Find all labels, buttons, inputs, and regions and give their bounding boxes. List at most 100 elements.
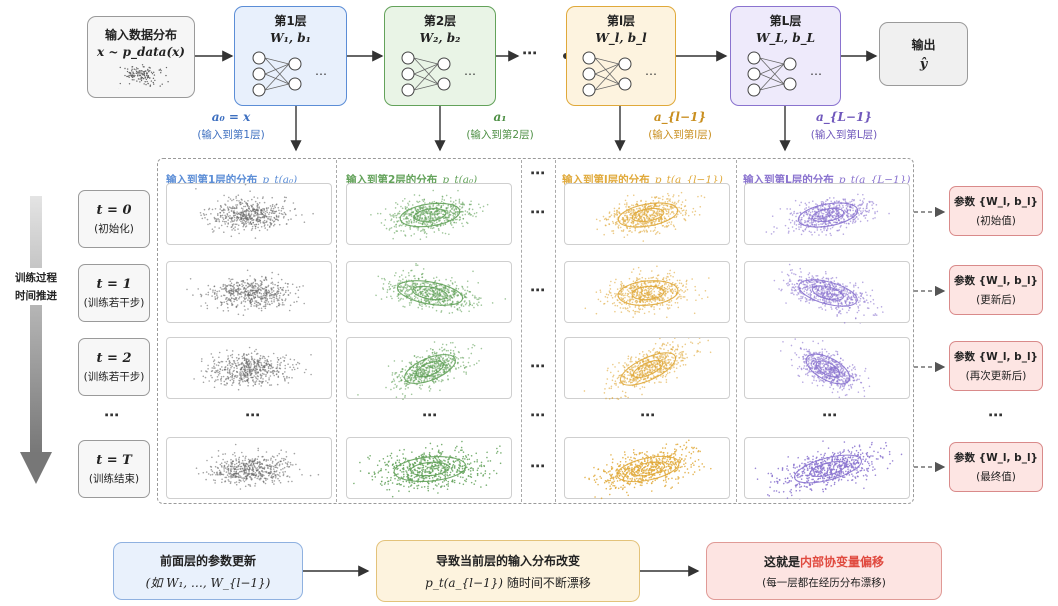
input-distribution-box: 输入数据分布 x ~ p_data(x) <box>87 16 195 98</box>
effect-line2: p_t(a_{l−1}) 随时间不断漂移 <box>425 574 591 591</box>
distribution-cell <box>166 183 332 245</box>
layer-title: 第1层 <box>274 14 307 28</box>
input-scatter-icon <box>117 63 169 89</box>
distribution-cell <box>564 337 730 400</box>
cause-line2: (如 W₁, …, W_{l−1}) <box>145 575 271 590</box>
time-axis-label: 训练过程 时间推进 <box>0 268 72 305</box>
grid-sep-1 <box>336 160 337 502</box>
col-header-ellipsis: ⋯ <box>530 164 545 182</box>
distribution-cell <box>346 437 512 499</box>
layer-params: W_L, b_L <box>755 31 816 45</box>
neural-net-icon: ⋯ <box>252 51 327 97</box>
a-label-1: a₀ = x (输入到第1层) <box>176 110 286 142</box>
a-label-1-sub: (输入到第1层) <box>197 129 265 141</box>
time-step-T: t = T (训练结束) <box>78 440 150 498</box>
grid-vertical-ellipsis: ⋯ <box>822 406 837 424</box>
distribution-cell <box>166 261 332 323</box>
param-box-2-desc: (再次更新后) <box>965 370 1027 382</box>
time-step-ellipsis: ⋯ <box>104 406 119 424</box>
neural-net-icon: ⋯ <box>747 51 822 97</box>
row-ellipsis: ⋯ <box>530 457 545 475</box>
layer-ellipsis: ⋯ <box>522 44 537 62</box>
layer-title: 第2层 <box>423 14 457 28</box>
distribution-cell <box>564 183 730 245</box>
time-axis-head <box>20 452 52 484</box>
distribution-cell <box>346 183 512 245</box>
a-label-l-sub: (输入到第l层) <box>648 129 712 141</box>
conclusion-highlight: 内部协变量偏移 <box>800 554 885 569</box>
distribution-cell <box>744 437 910 500</box>
row-ellipsis: ⋯ <box>530 281 545 299</box>
param-box-0-desc: (初始值) <box>976 215 1016 227</box>
svg-text:⋯: ⋯ <box>464 67 476 81</box>
row-ellipsis: ⋯ <box>530 203 545 221</box>
distribution-cell <box>564 261 730 323</box>
layer-1-box: 第1层 W₁, b₁ ⋯ <box>234 6 347 106</box>
time-axis-line2: 时间推进 <box>15 290 57 302</box>
distribution-cell <box>346 261 512 323</box>
distribution-cell <box>744 261 910 324</box>
time-step-0-label: t = 0 <box>96 202 132 218</box>
time-step-0-desc: (初始化) <box>94 222 134 235</box>
time-step-0: t = 0 (初始化) <box>78 190 150 248</box>
param-box-2-title: 参数 {W_l, b_l} <box>953 351 1039 363</box>
grid-sep-3 <box>555 160 556 502</box>
distribution-cell <box>744 183 910 245</box>
a-label-l: a_{l−1} (输入到第l层) <box>630 110 730 142</box>
layer-params: W₁, b₁ <box>270 31 311 45</box>
time-step-T-label: t = T <box>96 452 132 468</box>
layer-params: W₂, b₂ <box>419 31 461 45</box>
input-box-formula: x ~ p_data(x) <box>97 44 185 59</box>
grid-vertical-ellipsis: ⋯ <box>245 406 260 424</box>
a-label-L: a_{L−1} (输入到第L层) <box>794 110 894 142</box>
param-box-3: 参数 {W_l, b_l} (最终值) <box>949 442 1043 492</box>
param-box-0: 参数 {W_l, b_l} (初始值) <box>949 186 1043 236</box>
conclusion-box: 这就是内部协变量偏移 (每一层都在经历分布漂移) <box>706 542 942 600</box>
svg-text:⋯: ⋯ <box>645 67 657 81</box>
param-box-3-title: 参数 {W_l, b_l} <box>953 452 1039 464</box>
row-ellipsis: ⋯ <box>530 357 545 375</box>
a-label-L-math: a_{L−1} <box>815 110 873 124</box>
conclusion-pre: 这就是 <box>763 554 800 569</box>
input-box-title: 输入数据分布 <box>104 27 177 42</box>
layer-title: 第l层 <box>606 14 636 28</box>
output-symbol: ŷ <box>919 57 928 72</box>
param-box-1-title: 参数 {W_l, b_l} <box>953 275 1039 287</box>
time-step-1-desc: (训练若干步) <box>83 296 145 309</box>
distribution-cell <box>166 337 332 399</box>
layer-2-box: 第2层 W₂, b₂ ⋯ <box>384 6 496 106</box>
effect-line1: 导致当前层的输入分布改变 <box>435 553 580 568</box>
layer-L-box: 第L层 W_L, b_L ⋯ <box>730 6 841 106</box>
a-label-l-math: a_{l−1} <box>653 110 707 124</box>
param-box-0-title: 参数 {W_l, b_l} <box>953 196 1039 208</box>
time-step-2: t = 2 (训练若干步) <box>78 338 150 396</box>
time-step-2-desc: (训练若干步) <box>83 370 145 383</box>
time-axis-shaft <box>30 196 42 454</box>
a-label-2-sub: (输入到第2层) <box>466 129 534 141</box>
distribution-grid <box>157 158 914 504</box>
time-step-T-desc: (训练结束) <box>88 472 140 485</box>
a-label-L-sub: (输入到第L层) <box>810 129 878 141</box>
output-title: 输出 <box>911 38 936 52</box>
param-box-2: 参数 {W_l, b_l} (再次更新后) <box>949 341 1043 391</box>
a-label-2: a₁ (输入到第2层) <box>450 110 550 142</box>
neural-net-icon: ⋯ <box>401 51 476 97</box>
param-box-1: 参数 {W_l, b_l} (更新后) <box>949 265 1043 315</box>
svg-text:⋯: ⋯ <box>315 67 327 81</box>
output-box: 输出 ŷ <box>879 22 968 86</box>
effect-box: 导致当前层的输入分布改变 p_t(a_{l−1}) 随时间不断漂移 <box>376 540 640 602</box>
conclusion-line2: (每一层都在经历分布漂移) <box>762 576 886 589</box>
distribution-cell <box>744 337 910 399</box>
cause-line1: 前面层的参数更新 <box>159 553 256 568</box>
distribution-cell <box>166 437 332 499</box>
neural-net-icon: ⋯ <box>582 51 657 97</box>
a-label-1-math: a₀ = x <box>211 110 251 124</box>
a-label-2-math: a₁ <box>493 110 507 124</box>
time-step-1-label: t = 1 <box>96 276 132 292</box>
effect-tail: 随时间不断漂移 <box>506 575 591 590</box>
layer-title: 第L层 <box>769 14 802 28</box>
cause-box: 前面层的参数更新 (如 W₁, …, W_{l−1}) <box>113 542 303 600</box>
distribution-cell <box>564 437 730 500</box>
